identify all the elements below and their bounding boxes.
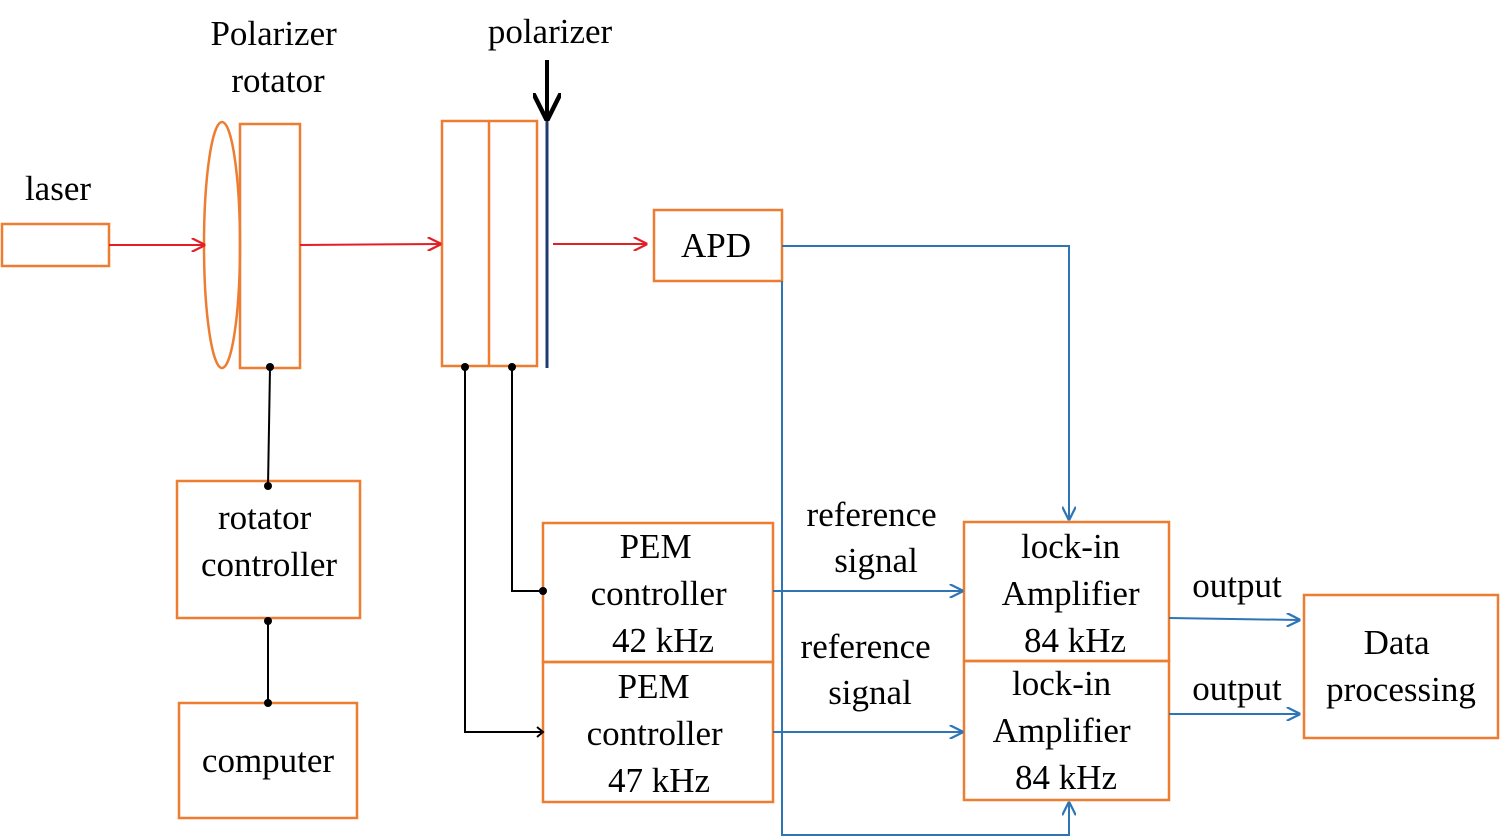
output-1-label: output [1192, 566, 1282, 605]
wire-rotator-to-controller [267, 367, 271, 487]
data-processing-label: Data processing [1326, 623, 1476, 709]
polarizer-rotator-lens [202, 120, 242, 370]
pem-controller-47-label: PEM controller 47 kHz [587, 667, 732, 800]
wire-pem1-to-controller-42 [511, 367, 541, 592]
polarizer-rotator-box [238, 122, 302, 370]
wire-tip [536, 726, 545, 738]
wire-dot [264, 482, 272, 490]
output-1-arrow [1168, 618, 1299, 620]
laser-box [0, 222, 111, 268]
wire-dot [264, 699, 272, 707]
polarizer-label: polarizer [488, 12, 613, 51]
rotator-controller-label: rotator controller [201, 498, 337, 584]
apd-label: APD [681, 226, 751, 265]
beam-rotator-to-pem [299, 244, 440, 245]
wire-dot [539, 587, 547, 595]
reference-signal-2-label: reference signal [801, 627, 940, 712]
lockin-amplifier-2-box [962, 659, 1171, 802]
lockin-amplifier-2-label: lock-in Amplifier 84 kHz [993, 664, 1140, 797]
data-processing-box [1302, 593, 1500, 740]
wire-pem2-to-controller-47 [464, 367, 541, 733]
lockin-amplifier-1-label: lock-in Amplifier 84 kHz [1002, 527, 1149, 660]
wire-dot [266, 363, 274, 371]
output-2-label: output [1192, 669, 1282, 708]
laser-label: laser [25, 169, 91, 208]
apd-signal-to-lockin-1 [782, 245, 1069, 519]
computer-label: computer [202, 741, 335, 780]
pem-controller-42-label: PEM controller 42 kHz [591, 527, 736, 660]
apd-signal-to-lockin-2 [781, 281, 1069, 836]
wire-dot [461, 363, 469, 371]
polarizer-rotator-label: Polarizer rotator [210, 14, 345, 100]
wire-dot [508, 363, 516, 371]
wire-dot [264, 617, 272, 625]
reference-signal-1-label: reference signal [807, 495, 946, 580]
